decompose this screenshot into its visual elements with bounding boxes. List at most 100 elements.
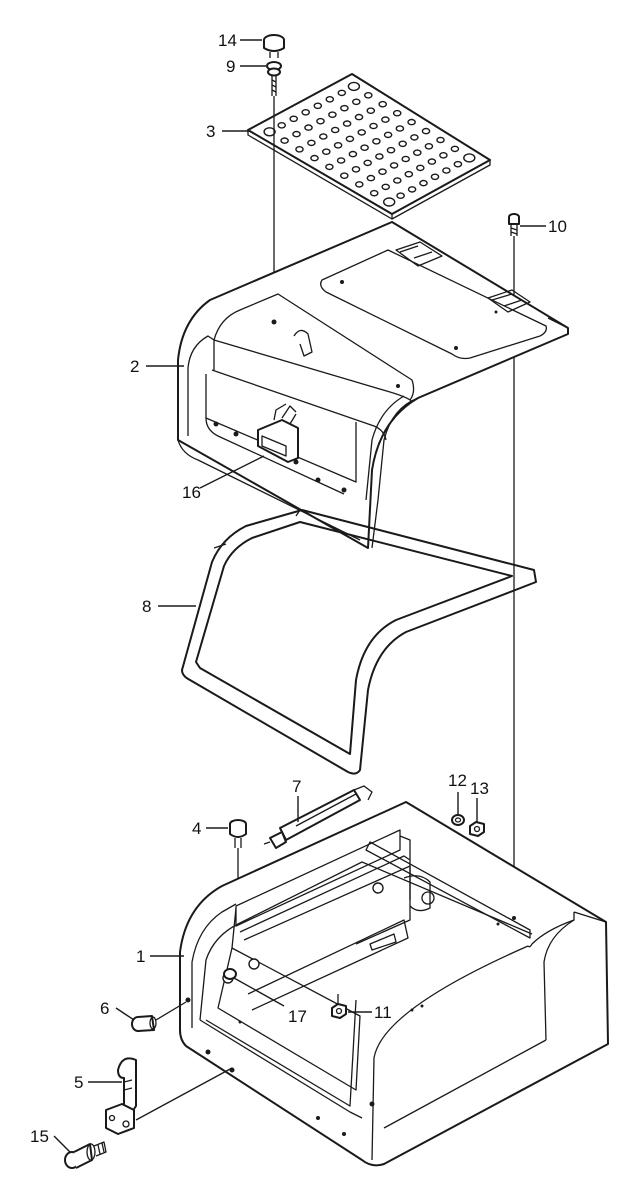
plate-hole	[407, 118, 416, 126]
part-knob	[263, 34, 285, 58]
plate-hole	[301, 109, 311, 116]
part-screw-15	[64, 1141, 107, 1169]
plate-hole	[325, 96, 335, 103]
part-bolt-4	[229, 819, 247, 848]
plate-hole	[336, 157, 346, 164]
plate-hole	[421, 127, 431, 135]
part-pin-6	[131, 1015, 157, 1032]
callout-8: 8	[142, 597, 151, 616]
plate-hole	[396, 192, 405, 199]
plate-hole	[381, 116, 390, 123]
callout-1: 1	[136, 947, 145, 966]
part-top-cover	[177, 221, 569, 549]
part-display-module	[257, 403, 299, 463]
callout-16: 16	[182, 483, 201, 502]
plate-hole	[339, 172, 349, 179]
plate-hole	[378, 100, 388, 108]
plate-hole	[383, 131, 393, 139]
plate-hole	[363, 159, 373, 167]
plate-hole	[321, 148, 331, 155]
plate-hole	[383, 197, 396, 207]
plate-hole	[412, 149, 422, 156]
callout-14: 14	[218, 31, 237, 50]
callout-9: 9	[226, 57, 235, 76]
plate-hole	[351, 165, 361, 173]
callout-2: 2	[130, 357, 139, 376]
plate-hole	[366, 174, 376, 182]
plate-hole	[366, 107, 376, 114]
callout-15: 15	[30, 1127, 49, 1146]
plate-hole	[398, 140, 408, 148]
plate-hole	[342, 120, 352, 127]
plate-hole	[289, 115, 299, 123]
plate-hole	[277, 122, 287, 129]
plate-hole	[401, 155, 411, 163]
plate-hole	[313, 102, 323, 110]
plate-hole	[325, 163, 334, 171]
plate-hole	[439, 151, 448, 159]
plate-hole	[430, 173, 440, 181]
callout-11: 11	[374, 1003, 392, 1022]
plate-hole	[263, 127, 276, 137]
callout-10: 10	[548, 217, 567, 236]
plate-hole	[330, 126, 340, 134]
plate-hole	[436, 136, 445, 144]
part-bolt-10	[508, 213, 520, 236]
plate-hole	[310, 154, 319, 162]
plate-hole	[369, 122, 378, 130]
part-latch-bracket	[105, 1057, 137, 1135]
plate-hole	[316, 117, 325, 125]
callout-13: 13	[470, 779, 489, 798]
plate-hole	[450, 145, 460, 153]
plate-hole	[340, 104, 349, 112]
part-nut-13	[469, 821, 485, 837]
plate-hole	[280, 137, 289, 144]
plate-hole	[404, 170, 414, 178]
part-washer	[266, 61, 282, 96]
plate-hole	[360, 144, 369, 151]
callout-labels: 14 9 3 2 10 16 8 7 4 12 13 1 17 11 6 5 1…	[30, 31, 567, 1146]
plate-hole	[295, 145, 304, 153]
plate-hole	[410, 134, 419, 141]
plate-hole	[386, 146, 396, 154]
plate-hole	[357, 129, 367, 136]
part-perforated-plate	[247, 73, 491, 220]
plate-hole	[424, 142, 434, 150]
plate-hole	[389, 162, 399, 169]
plate-hole	[372, 137, 381, 145]
callout-17: 17	[288, 1007, 307, 1026]
plate-hole	[381, 183, 391, 191]
part-nut-17	[223, 968, 237, 980]
plate-hole	[392, 109, 402, 117]
plate-hole	[333, 141, 343, 149]
plate-hole	[328, 111, 337, 118]
callout-4: 4	[192, 819, 201, 838]
plate-hole	[363, 92, 373, 99]
plate-hole	[354, 113, 364, 121]
plate-hole	[395, 125, 405, 132]
part-gasket-frame	[181, 509, 537, 775]
plate-hole	[351, 98, 361, 106]
plate-hole	[369, 189, 379, 197]
part-nut-11	[331, 1003, 347, 1019]
callout-7: 7	[292, 777, 301, 796]
callout-3: 3	[206, 122, 215, 141]
leader-lines	[53, 39, 546, 1153]
callout-5: 5	[74, 1073, 83, 1092]
plate-hole	[337, 89, 347, 97]
plate-hole	[415, 164, 425, 172]
plate-hole	[419, 179, 428, 187]
plate-hole	[392, 177, 402, 184]
plate-hole	[304, 124, 313, 131]
plate-hole	[348, 150, 358, 158]
plate-hole	[354, 181, 364, 188]
callout-6: 6	[100, 999, 109, 1018]
plate-hole	[427, 158, 437, 165]
plate-hole	[307, 139, 316, 147]
plate-hole	[453, 160, 463, 168]
callout-12: 12	[448, 771, 467, 790]
plate-hole	[442, 167, 451, 174]
plate-hole	[347, 81, 361, 92]
part-gas-strut	[263, 785, 373, 849]
